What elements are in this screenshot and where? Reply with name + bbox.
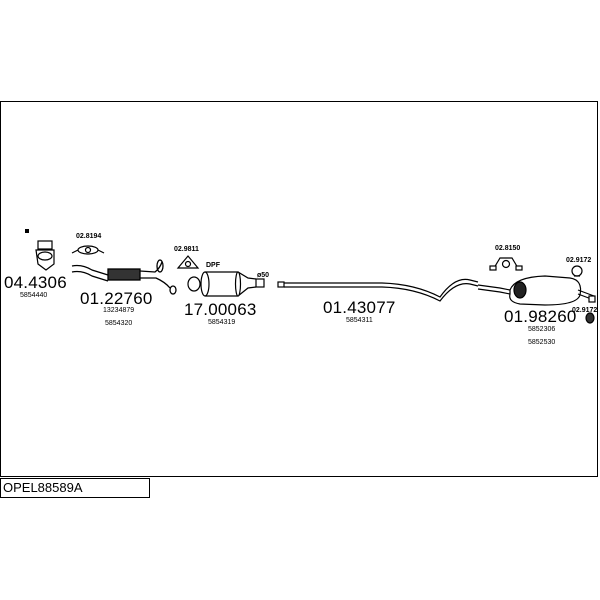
accessory-number: 02.9172 xyxy=(566,257,592,264)
dpf-icon xyxy=(200,271,265,297)
clamp-icon xyxy=(571,265,595,324)
accessory-number: 02.9172 xyxy=(572,307,598,314)
oem-number: 5852530 xyxy=(528,339,556,346)
marker-square xyxy=(25,229,29,233)
part-number: 01.22760 xyxy=(80,289,153,308)
catalytic-converter-icon xyxy=(35,240,55,271)
diagram-code-box xyxy=(0,478,150,498)
oem-number: 13234879 xyxy=(103,307,135,314)
hanger-icon xyxy=(489,257,523,271)
accessory-number: 02.9811 xyxy=(174,246,199,253)
rear-silencer-icon xyxy=(477,275,596,306)
triangle-gasket-icon xyxy=(176,255,201,292)
middle-pipe-icon xyxy=(277,278,479,302)
gasket-icon xyxy=(71,245,105,255)
part-number: 01.43077 xyxy=(323,298,396,317)
oem-number: 5852306 xyxy=(528,326,556,333)
diameter-note: ø50 xyxy=(257,272,270,279)
diagram-frame xyxy=(0,101,598,477)
oem-number: 5854320 xyxy=(105,320,133,327)
diagram-code: OPEL88589A xyxy=(3,480,83,495)
part-number: 01.98260 xyxy=(504,307,577,326)
part-number: 04.4306 xyxy=(4,273,67,292)
front-pipe-icon xyxy=(71,259,177,295)
part-number: 17.00063 xyxy=(184,300,257,319)
oem-number: 5854440 xyxy=(20,292,48,299)
accessory-number: 02.8150 xyxy=(495,245,521,252)
oem-number: 5854319 xyxy=(208,319,236,326)
dpf-tag: DPF xyxy=(206,262,220,269)
accessory-number: 02.8194 xyxy=(76,233,102,240)
oem-number: 5854311 xyxy=(346,317,373,324)
